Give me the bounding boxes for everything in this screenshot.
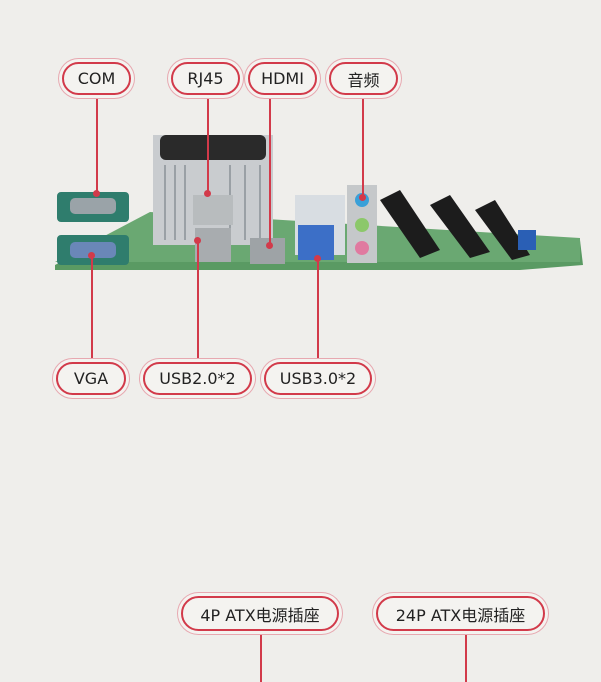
atx4-label: 4P ATX电源插座 xyxy=(181,596,339,631)
hdmi-label: HDMI xyxy=(248,62,317,95)
usb3-label: USB3.0*2 xyxy=(264,362,372,395)
atx24-label: 24P ATX电源插座 xyxy=(376,596,545,631)
com-label: COM xyxy=(62,62,131,95)
audio-label: 音频 xyxy=(329,62,398,95)
usb2-label: USB2.0*2 xyxy=(143,362,252,395)
vga-label: VGA xyxy=(56,362,126,395)
rj45-label: RJ45 xyxy=(171,62,240,95)
